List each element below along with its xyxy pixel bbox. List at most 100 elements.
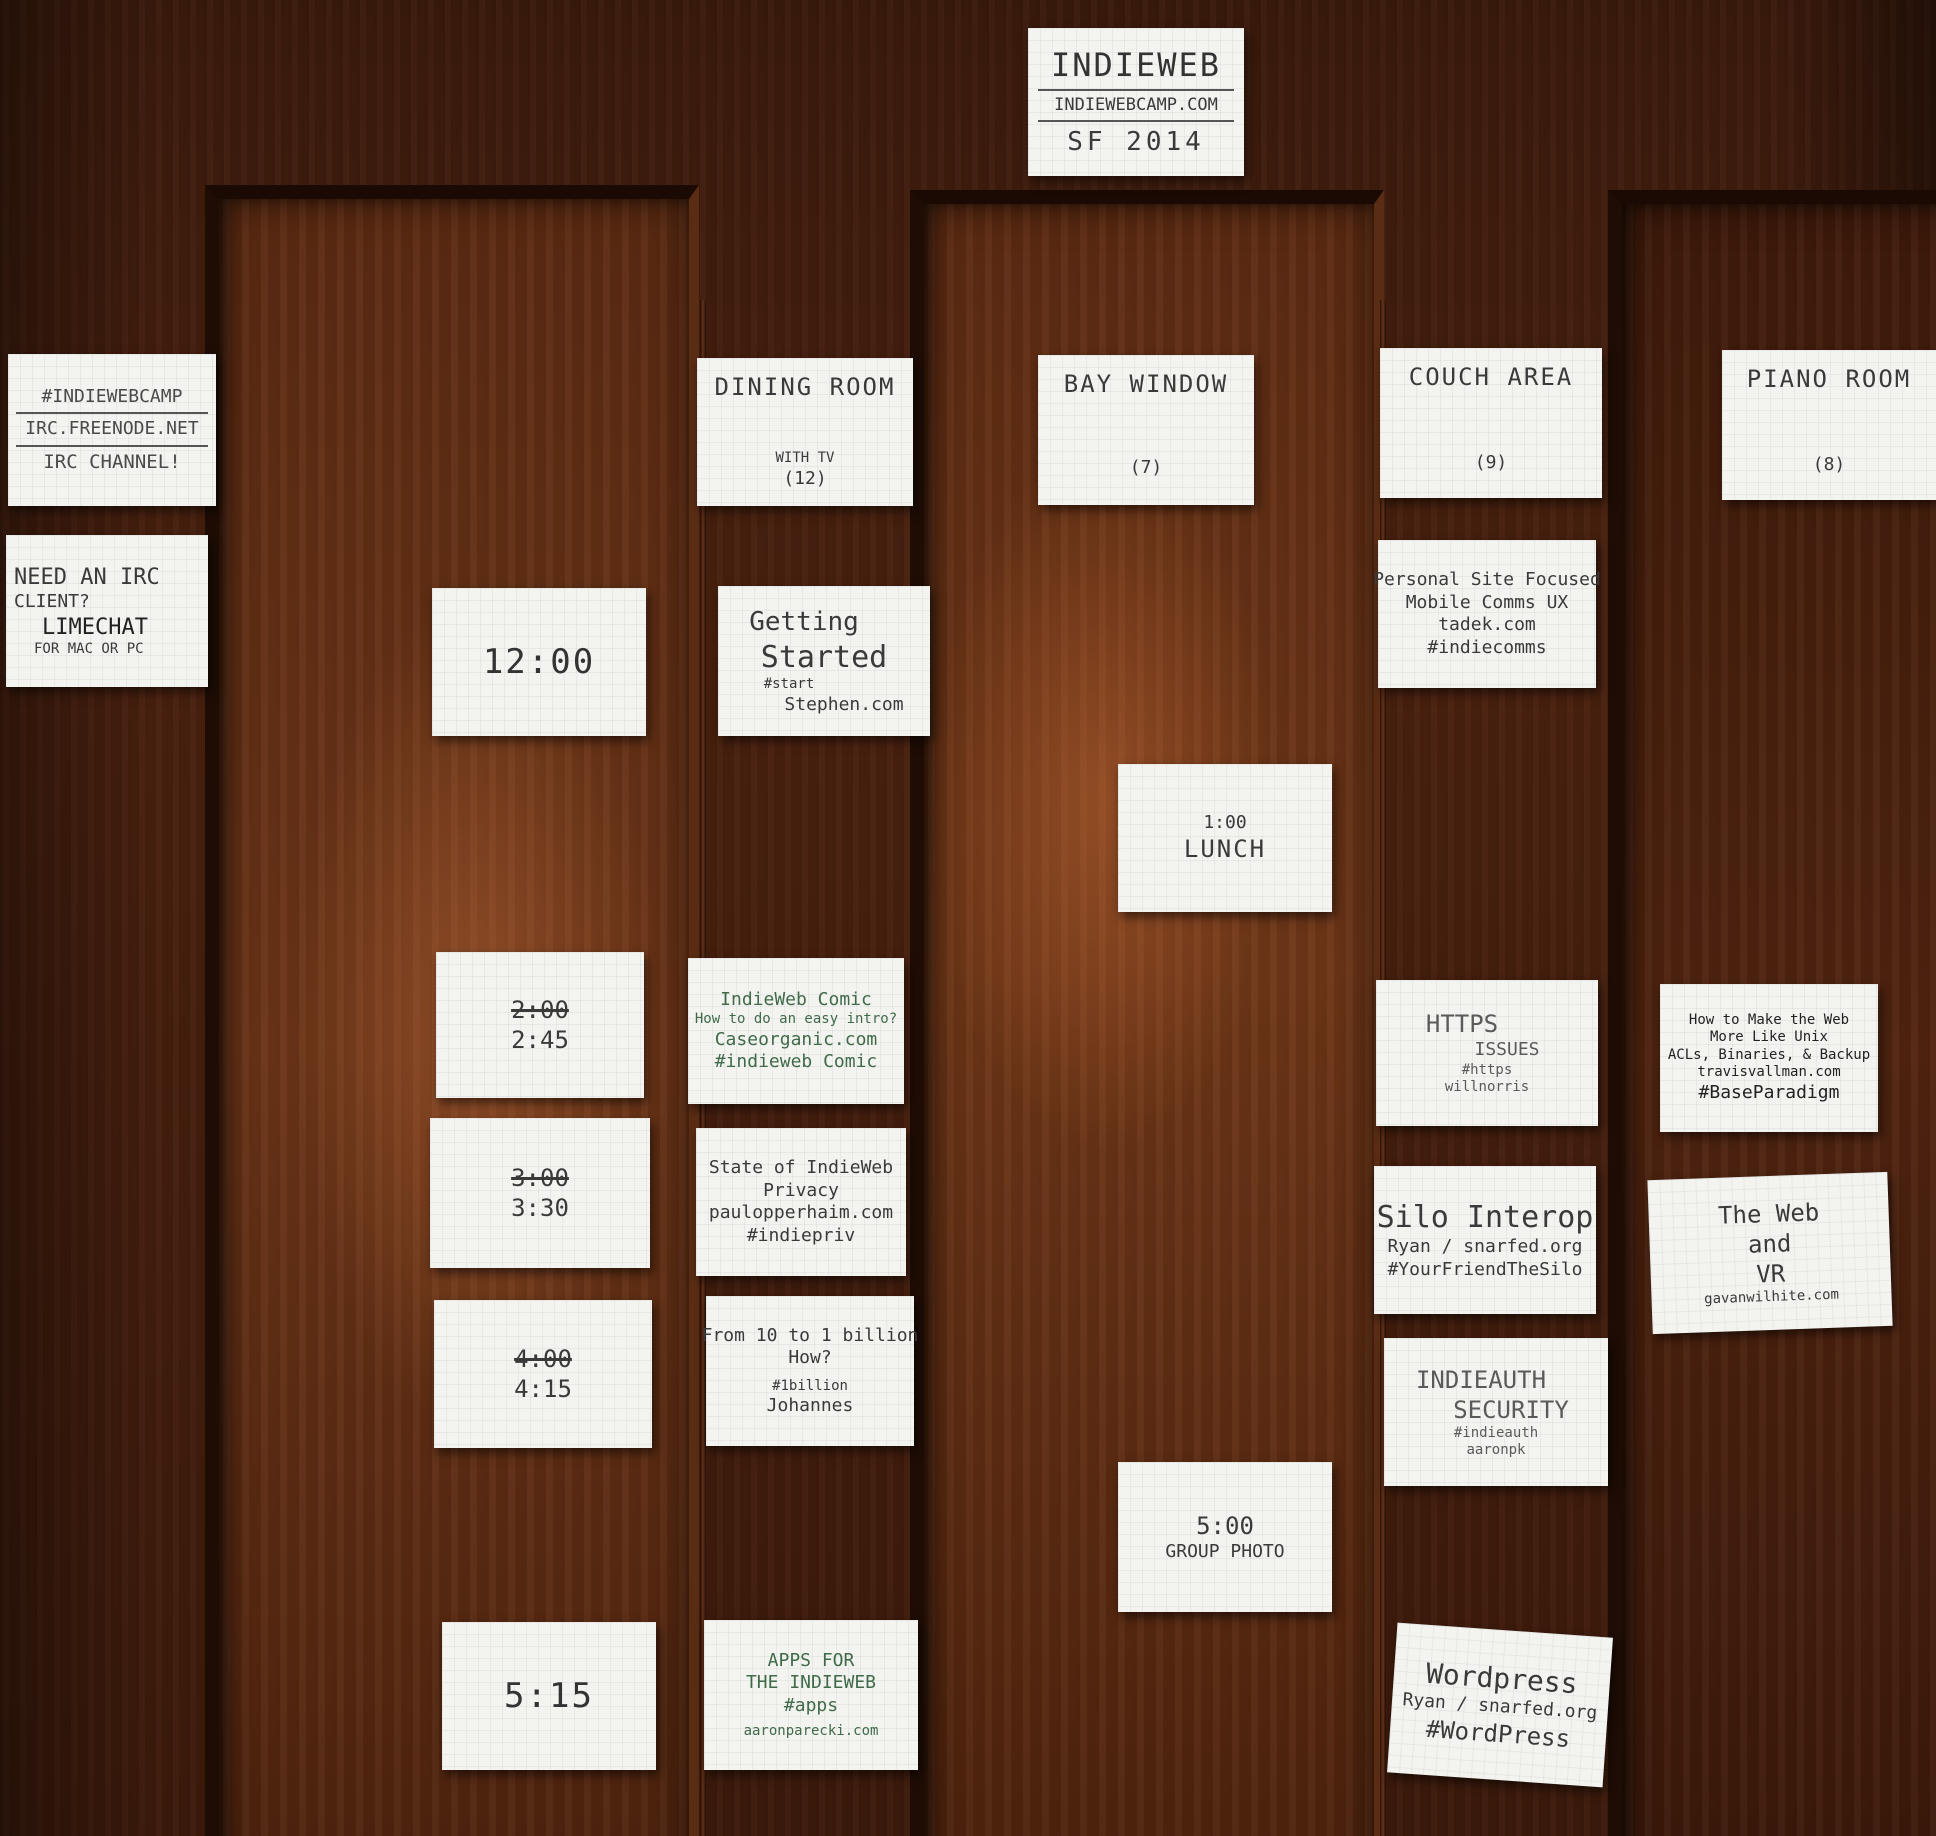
session-title-2: How?: [788, 1347, 832, 1368]
time-card-4: 4:00 4:15: [434, 1300, 652, 1448]
banner-location: SF 2014: [1067, 127, 1205, 158]
irc-channel-label: IRC CHANNEL!: [43, 450, 181, 473]
session-time: 5:00: [1196, 1511, 1254, 1540]
irc-channel-card: #INDIEWEBCAMP IRC.FREENODE.NET IRC CHANN…: [8, 354, 216, 506]
session-title-3: VR: [1755, 1259, 1786, 1289]
irc-divider: [16, 412, 208, 415]
panel-stile: [1380, 300, 1386, 1836]
session-title-2: More Like Unix: [1709, 1029, 1828, 1046]
session-title: GROUP PHOTO: [1165, 1540, 1285, 1562]
session-tag: #indieweb Comic: [714, 1051, 878, 1072]
session-title-2: THE INDIEWEB: [745, 1672, 877, 1693]
client-line-1: NEED AN IRC: [14, 564, 160, 590]
session-tag: #indiepriv: [746, 1224, 856, 1246]
time-old: 3:00: [511, 1164, 569, 1192]
session-tag: #https: [1461, 1061, 1513, 1078]
time-label: 12:00: [482, 641, 596, 682]
session-silo-interop: Silo Interop Ryan / snarfed.org #YourFri…: [1374, 1166, 1596, 1314]
session-lunch: 1:00 LUNCH: [1118, 764, 1332, 912]
session-web-like-unix: How to Make the Web More Like Unix ACLs,…: [1660, 984, 1878, 1132]
session-indieauth-security: INDIEAUTH SECURITY #indieauth aaronpk: [1384, 1338, 1608, 1486]
client-line-2: CLIENT?: [14, 591, 90, 612]
room-name: DINING ROOM: [714, 373, 896, 401]
banner-divider: [1038, 89, 1234, 92]
session-title: The Web: [1717, 1198, 1820, 1231]
session-title: Silo Interop: [1376, 1199, 1594, 1235]
time-card-2: 2:00 2:45: [436, 952, 644, 1098]
room-header-dining: DINING ROOM WITH TV (12): [697, 358, 913, 506]
time-label: 5:15: [504, 1675, 594, 1716]
session-title: HTTPS: [1425, 1010, 1499, 1039]
room-header-piano: PIANO ROOM (8): [1722, 350, 1936, 500]
session-tag: #apps: [783, 1694, 839, 1716]
session-web-and-vr: The Web and VR gavanwilhite.com: [1647, 1171, 1893, 1335]
room-capacity: (7): [1129, 456, 1163, 478]
session-host: tadek.com: [1438, 614, 1536, 635]
session-host: aaronparecki.com: [743, 1723, 879, 1739]
banner-url: INDIEWEBCAMP.COM: [1054, 95, 1218, 116]
session-title-2: Started: [760, 639, 888, 675]
room-note: WITH TV: [775, 450, 835, 466]
room-name: BAY WINDOW: [1063, 370, 1229, 398]
irc-server: IRC.FREENODE.NET: [25, 418, 199, 440]
time-label: 2:45: [511, 1026, 569, 1054]
time-old: 4:00: [514, 1345, 572, 1373]
session-group-photo: 5:00 GROUP PHOTO: [1118, 1462, 1332, 1612]
client-line-4: FOR MAC OR PC: [34, 641, 144, 657]
time-card-1: 12:00: [432, 588, 646, 736]
session-tag: #start: [763, 676, 815, 692]
session-host: aaronpk: [1466, 1442, 1526, 1458]
session-host: travisvallman.com: [1697, 1064, 1841, 1081]
time-old: 2:00: [511, 996, 569, 1024]
session-title: From 10 to 1 billion: [701, 1324, 919, 1346]
session-time: 1:00: [1203, 811, 1247, 833]
room-name: PIANO ROOM: [1746, 365, 1912, 393]
session-host: gavanwilhite.com: [1703, 1286, 1840, 1308]
session-apps-for-indieweb: APPS FOR THE INDIEWEB #apps aaronparecki…: [704, 1620, 918, 1770]
client-line-3: LIMECHAT: [42, 614, 148, 640]
session-tag: #YourFriendTheSilo: [1387, 1258, 1583, 1280]
session-host: paulopperhaim.com: [708, 1202, 894, 1223]
indieweb-banner-card: INDIEWEB INDIEWEBCAMP.COM SF 2014: [1028, 28, 1244, 176]
room-header-couch: COUCH AREA (9): [1380, 348, 1602, 498]
irc-hashtag: #INDIEWEBCAMP: [41, 385, 183, 407]
session-personal-site: Personal Site Focused Mobile Comms UX ta…: [1373, 540, 1601, 688]
session-title: Getting: [749, 607, 859, 637]
session-wordpress: Wordpress Ryan / snarfed.org #WordPress: [1387, 1622, 1613, 1788]
room-capacity: (9): [1474, 451, 1508, 473]
session-subtitle: How to do an easy intro?: [694, 1011, 898, 1027]
session-state-of-indieweb: State of IndieWeb Privacy paulopperhaim.…: [696, 1128, 906, 1276]
session-one-billion: From 10 to 1 billion How? #1billion Joha…: [702, 1296, 918, 1446]
session-title: State of IndieWeb: [708, 1157, 894, 1178]
session-title-2: and: [1747, 1229, 1792, 1260]
session-title: IndieWeb Comic: [720, 988, 872, 1010]
time-card-5: 5:15: [442, 1622, 656, 1770]
session-host: willnorris: [1444, 1079, 1530, 1096]
room-capacity: (12): [783, 467, 827, 489]
time-label: 4:15: [514, 1375, 572, 1403]
session-tag: #indiecomms: [1427, 636, 1547, 658]
session-https-issues: HTTPS ISSUES #https willnorris: [1376, 980, 1598, 1126]
session-getting-started: Getting Started #start Stephen.com: [718, 586, 930, 736]
session-title-2: Privacy: [763, 1179, 839, 1201]
session-host: Johannes: [766, 1395, 854, 1416]
irc-divider: [16, 444, 208, 447]
session-host: Caseorganic.com: [714, 1028, 878, 1050]
session-title: Personal Site Focused: [1373, 569, 1601, 590]
session-title: How to Make the Web: [1688, 1011, 1850, 1028]
room-capacity: (8): [1812, 453, 1846, 475]
session-title: LUNCH: [1183, 835, 1267, 864]
room-header-bay: BAY WINDOW (7): [1038, 355, 1254, 505]
session-tag: #BaseParadigm: [1698, 1081, 1840, 1103]
session-title-2: ISSUES: [1474, 1039, 1540, 1061]
banner-title: INDIEWEB: [1050, 46, 1222, 85]
session-title-2: SECURITY: [1453, 1395, 1569, 1424]
session-indieweb-comic: IndieWeb Comic How to do an easy intro? …: [688, 958, 904, 1104]
room-name: COUCH AREA: [1408, 363, 1574, 391]
time-label: 3:30: [511, 1194, 569, 1222]
session-title-2: Mobile Comms UX: [1405, 591, 1569, 613]
irc-client-card: NEED AN IRC CLIENT? LIMECHAT FOR MAC OR …: [6, 535, 208, 687]
session-subtitle: ACLs, Binaries, & Backup: [1667, 1046, 1871, 1063]
session-tag: #1billion: [772, 1377, 848, 1394]
